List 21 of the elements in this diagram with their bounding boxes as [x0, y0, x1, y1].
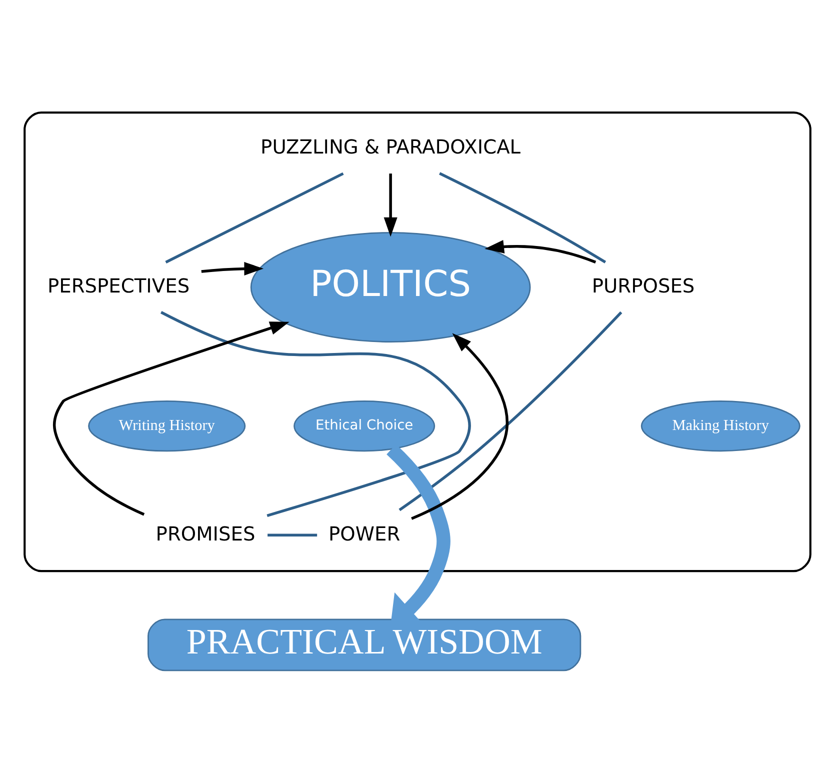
node-ellipse: Making History — [640, 400, 800, 452]
node-text: POWER — [328, 522, 400, 545]
connector — [398, 310, 622, 511]
arrow — [411, 332, 509, 520]
node-text: PURPOSES — [592, 274, 695, 297]
node-text: PROMISES — [156, 522, 256, 545]
arrow — [384, 173, 398, 236]
arrow — [52, 321, 290, 516]
arrow — [201, 261, 264, 275]
connector — [160, 310, 471, 516]
connector — [268, 533, 318, 536]
node-ellipse: Writing History — [88, 400, 246, 452]
node-ellipse: POLITICS — [250, 232, 531, 342]
connector — [439, 172, 606, 263]
node-text: PERSPECTIVES — [47, 274, 190, 297]
node-text: PUZZLING & PARADOXICAL — [260, 135, 521, 158]
node-box: PRACTICAL WISDOM — [148, 618, 582, 671]
cluster — [24, 111, 812, 572]
arrow — [484, 240, 596, 263]
node-ellipse: Ethical Choice — [294, 400, 436, 452]
connector — [165, 172, 344, 263]
